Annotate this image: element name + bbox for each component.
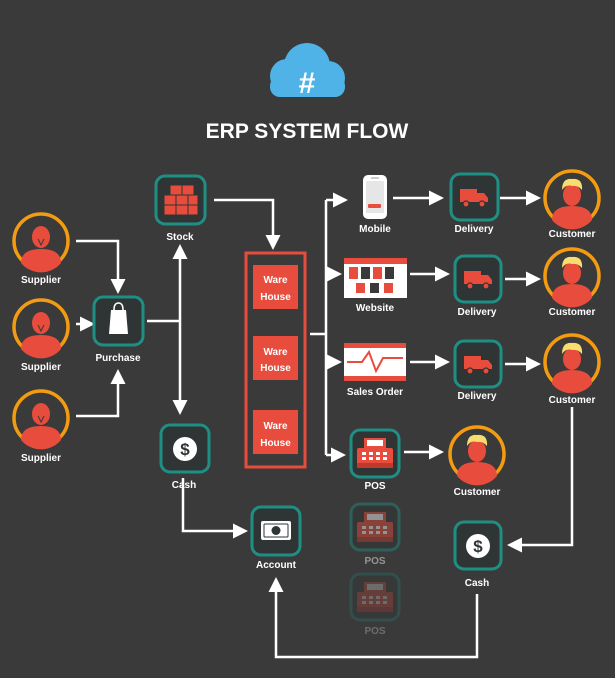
arrow-customer-cash	[507, 407, 574, 553]
line-chart-icon	[344, 343, 406, 381]
arrow-supplier3-purchase	[76, 369, 126, 418]
stock-label: Stock	[166, 232, 194, 243]
boxes-icon	[163, 184, 199, 216]
webpage-icon	[344, 258, 407, 298]
arrow-stock-warehouse	[214, 198, 281, 250]
pos-2-label: POS	[364, 556, 385, 567]
customer-avatar-icon	[543, 247, 601, 310]
page-title: ERP SYSTEM FLOW	[206, 120, 409, 143]
connectors	[76, 190, 574, 659]
customer-avatar-icon	[543, 333, 601, 396]
supplier-1-node[interactable]: Supplier	[12, 212, 70, 286]
customer-3-label: Customer	[549, 395, 596, 406]
cloud-hash-icon: #	[270, 43, 345, 100]
pos-node-1[interactable]: POS	[349, 428, 401, 492]
pos-1-label: POS	[364, 481, 385, 492]
mobile-label: Mobile	[359, 224, 391, 235]
warehouse-box-1[interactable]: Ware House	[253, 265, 298, 309]
supplier-3-label: Supplier	[21, 453, 61, 464]
warehouse-1-line-2: House	[260, 292, 291, 303]
delivery-1-label: Delivery	[455, 224, 494, 235]
cash-right-node[interactable]: Cash	[453, 520, 503, 589]
customer-1-node[interactable]: Customer	[543, 169, 601, 240]
warehouse-2-line-2: House	[260, 363, 291, 374]
mobile-node[interactable]: Mobile	[359, 175, 391, 235]
banknote-icon	[261, 521, 291, 540]
supplier-3-node[interactable]: Supplier	[12, 389, 70, 464]
cash-left-label: Cash	[172, 480, 196, 491]
sales-order-node[interactable]: Sales Order	[344, 343, 406, 398]
delivery-2-label: Delivery	[458, 307, 497, 318]
warehouse-3-line-1: Ware	[263, 421, 288, 432]
dollar-icon	[466, 534, 490, 558]
delivery-1-node[interactable]: Delivery	[449, 172, 500, 235]
cloud-hash-symbol: #	[299, 67, 316, 100]
supplier-1-label: Supplier	[21, 275, 61, 286]
customer-avatar-icon	[543, 169, 601, 232]
stock-node[interactable]: Stock	[154, 174, 207, 243]
warehouse-3-line-2: House	[260, 438, 291, 449]
arrow-supplier1-purchase	[76, 239, 126, 294]
customer-avatar-icon	[448, 425, 506, 488]
warehouse-2-line-1: Ware	[263, 347, 288, 358]
person-icon	[12, 389, 70, 452]
customer-3-node[interactable]: Customer	[543, 333, 601, 406]
account-label: Account	[256, 560, 297, 571]
pos-3-label: POS	[364, 626, 385, 637]
arrow-cash-account-loop	[268, 577, 479, 659]
person-icon	[12, 212, 70, 275]
customer-4-node[interactable]: Customer	[448, 425, 506, 498]
delivery-2-node[interactable]: Delivery	[453, 254, 503, 318]
supplier-2-label: Supplier	[21, 362, 61, 373]
cash-right-label: Cash	[465, 578, 489, 589]
customer-2-node[interactable]: Customer	[543, 247, 601, 318]
warehouse-1-line-1: Ware	[263, 275, 288, 286]
website-label: Website	[356, 303, 395, 314]
supplier-2-node[interactable]: Supplier	[12, 298, 70, 373]
pos-node-2[interactable]: POS	[349, 502, 401, 567]
warehouse-box-3[interactable]: Ware House	[253, 410, 298, 454]
shopping-bag-icon	[109, 302, 128, 334]
sales-order-label: Sales Order	[347, 387, 403, 398]
warehouse-group: Ware House Ware House Ware House	[244, 251, 307, 469]
purchase-node[interactable]: Purchase	[92, 295, 145, 364]
account-node[interactable]: Account	[250, 505, 302, 571]
delivery-3-node[interactable]: Delivery	[453, 339, 503, 402]
smartphone-icon	[363, 175, 387, 219]
website-node[interactable]: Website	[344, 258, 407, 314]
pos-node-3[interactable]: POS	[349, 572, 401, 637]
customer-2-label: Customer	[549, 307, 596, 318]
delivery-3-label: Delivery	[458, 391, 497, 402]
customer-1-label: Customer	[549, 229, 596, 240]
warehouse-box-2[interactable]: Ware House	[253, 336, 298, 380]
purchase-label: Purchase	[95, 353, 140, 364]
person-icon	[12, 298, 70, 361]
cash-left-node[interactable]: Cash	[159, 423, 211, 491]
arrow-cash-account	[181, 478, 248, 539]
customer-4-label: Customer	[454, 487, 501, 498]
dollar-icon	[173, 437, 197, 461]
